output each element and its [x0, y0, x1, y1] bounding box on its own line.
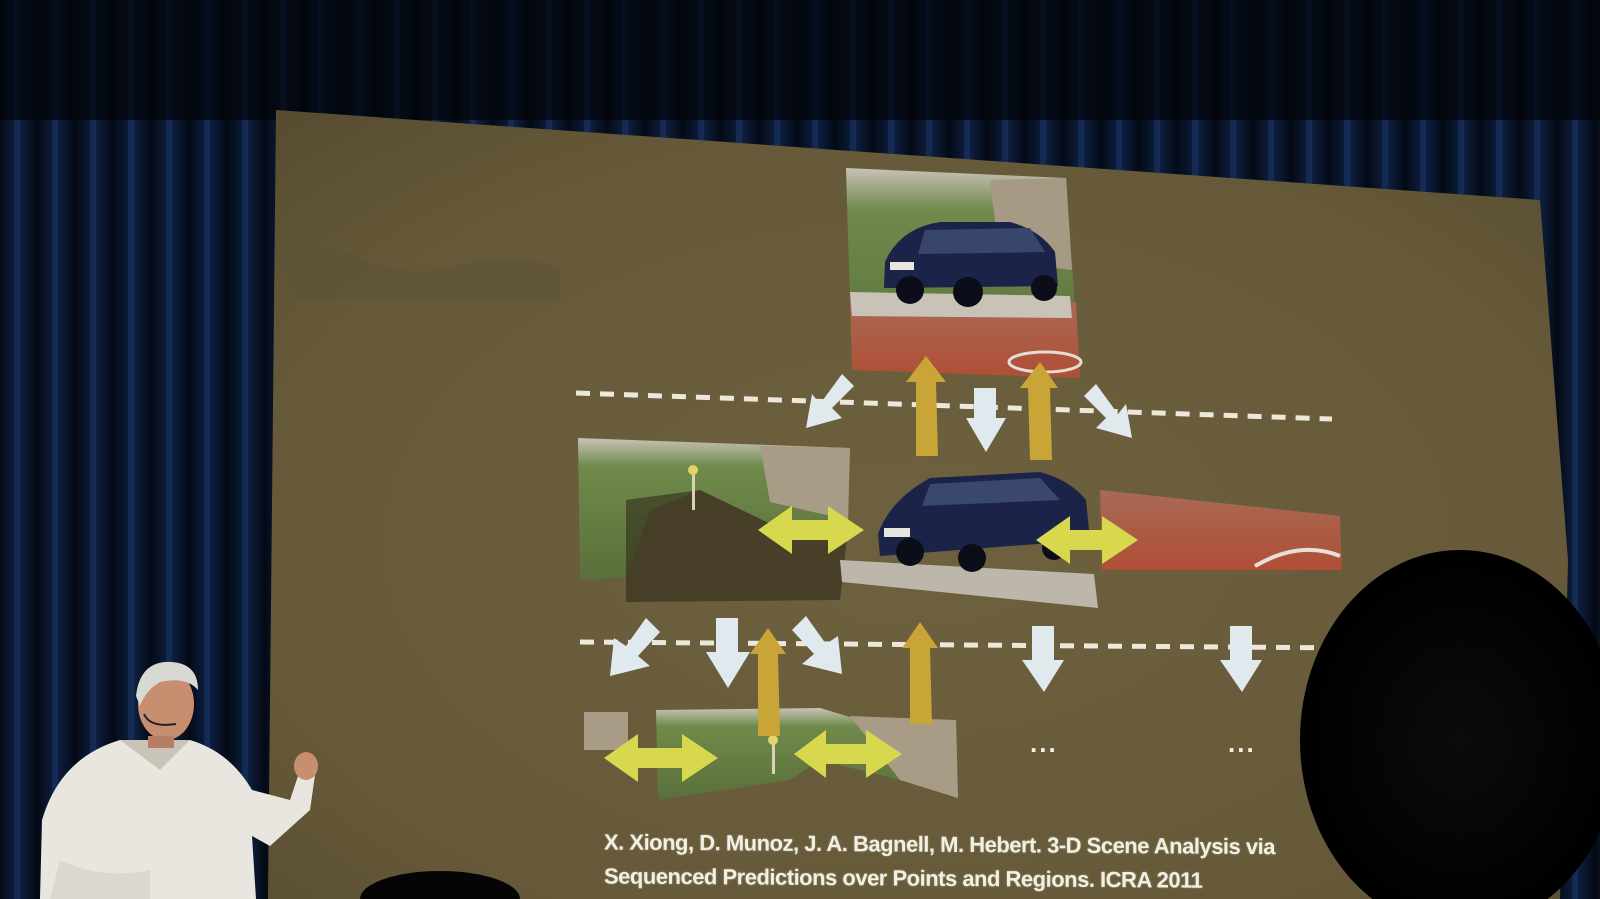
- diag-down-left-arrow-icon: [610, 618, 660, 676]
- citation-line-2: Sequenced Predictions over Points and Re…: [604, 863, 1203, 893]
- up-arrow-icon: [1020, 362, 1058, 460]
- citation-line-1: X. Xiong, D. Munoz, J. A. Bagnell, M. He…: [604, 829, 1275, 860]
- diag-down-right-arrow-icon: [1084, 384, 1132, 438]
- up-arrow-icon: [906, 356, 946, 456]
- down-arrow-icons: [610, 374, 1262, 692]
- double-arrow-icon: [758, 506, 864, 554]
- up-arrow-icon: [750, 628, 786, 736]
- double-arrow-icons: [604, 506, 1138, 782]
- up-arrow-icon: [902, 622, 938, 724]
- ellipsis-marker: ...: [1228, 728, 1256, 758]
- segment-photo-bottom: [584, 708, 958, 800]
- presenter: [40, 661, 318, 899]
- diag-down-left-arrow-icon: [806, 374, 854, 428]
- down-arrow-icon: [1022, 626, 1064, 692]
- down-arrow-icon: [1220, 626, 1262, 692]
- up-arrow-icons: [750, 356, 1058, 736]
- slide-citation: X. Xiong, D. Munoz, J. A. Bagnell, M. He…: [604, 825, 1324, 898]
- audience-head-silhouette: [1300, 550, 1600, 899]
- segment-photo-road: [1100, 490, 1342, 570]
- down-arrow-icon: [966, 388, 1006, 452]
- down-arrow-icon: [706, 618, 750, 688]
- top-car-photo: [846, 168, 1083, 378]
- dashed-divider-top: [575, 390, 1333, 422]
- double-arrow-icon: [604, 734, 718, 782]
- double-arrow-icon: [794, 730, 902, 778]
- segment-photo-left: [578, 438, 850, 602]
- diag-down-right-arrow-icon: [792, 616, 842, 674]
- segment-photo-car: [840, 472, 1098, 608]
- double-arrow-icon: [1036, 516, 1138, 564]
- dashed-divider-bottom: [579, 639, 1357, 651]
- ellipsis-marker: ...: [1030, 728, 1058, 758]
